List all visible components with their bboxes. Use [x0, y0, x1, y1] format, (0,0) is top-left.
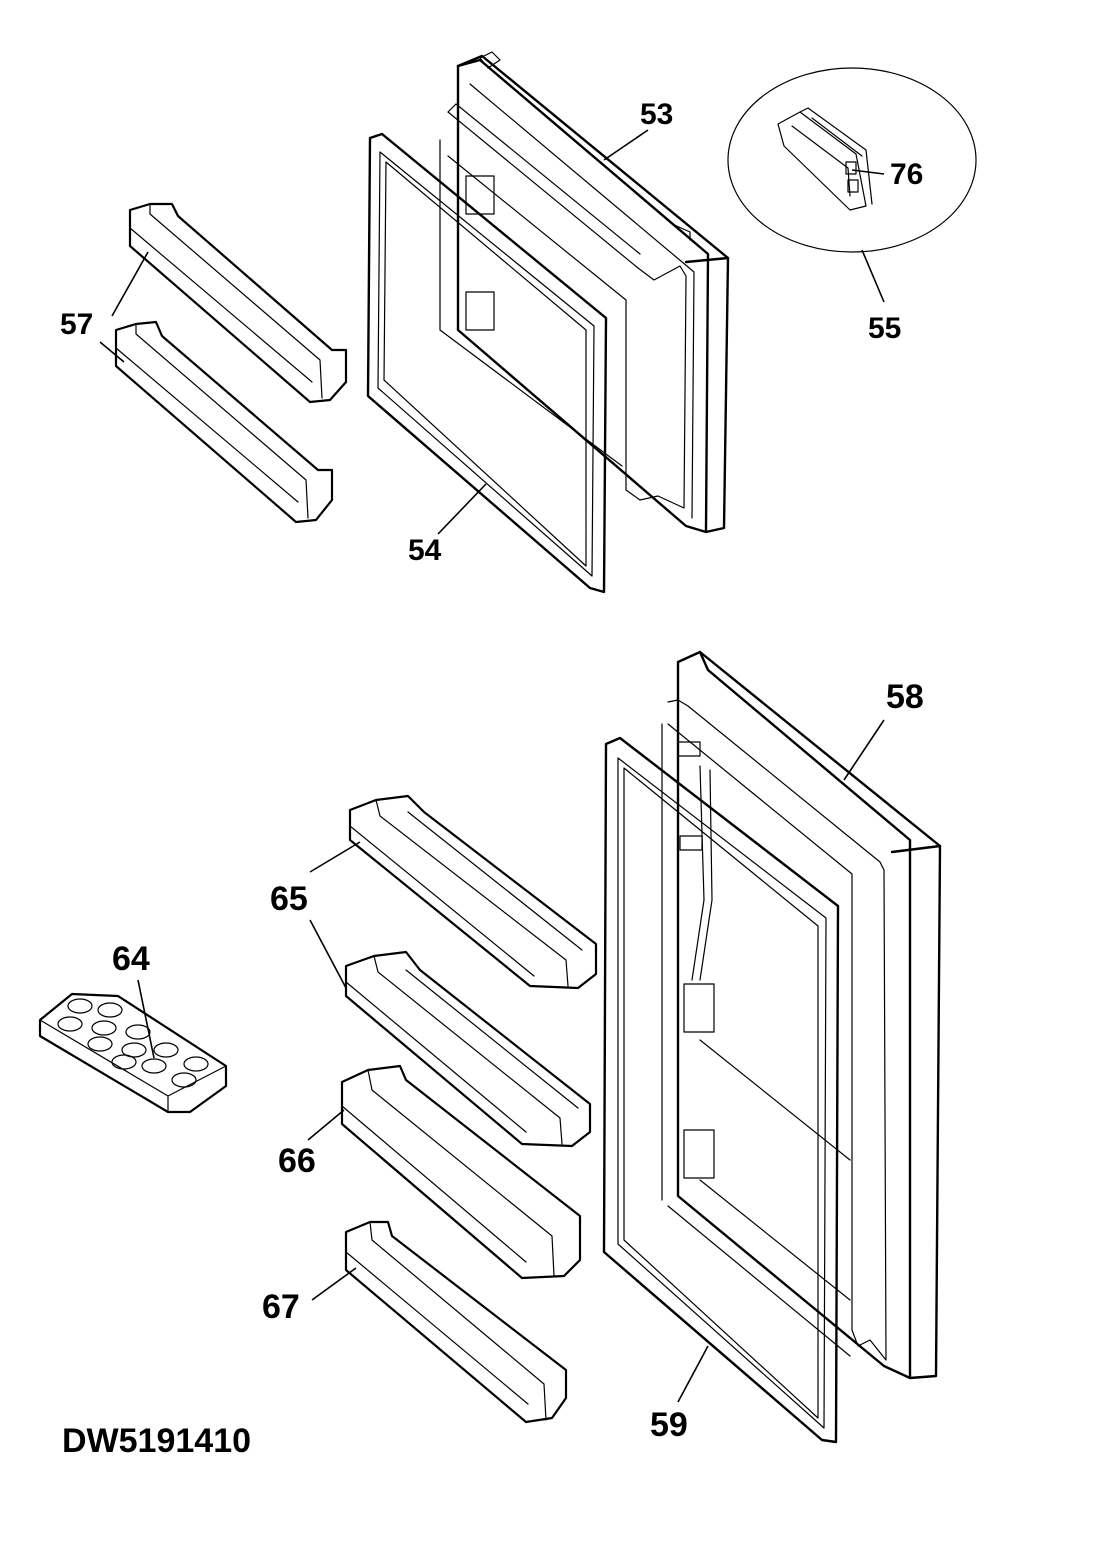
part-55-76-hinge-detail: [727, 67, 977, 253]
part-57-door-shelves: [114, 202, 348, 524]
callout-58: 58: [886, 678, 924, 716]
part-58-fridge-door-panel: [661, 650, 942, 1380]
model-code: DW5191410: [62, 1422, 252, 1460]
callout-labels: 53 54 57 76 55 58 59 64 65 66 67: [60, 98, 924, 1444]
part-66-fridge-shelf: [340, 1064, 582, 1280]
part-67-fridge-shelf: [344, 1220, 568, 1424]
part-54-door-gasket: [366, 132, 608, 594]
callout-53: 53: [640, 98, 673, 131]
callout-55: 55: [868, 312, 901, 345]
part-59-fridge-gasket: [602, 736, 840, 1444]
part-65-fridge-shelf-second: [344, 950, 592, 1148]
callout-76: 76: [890, 158, 923, 191]
callout-65: 65: [270, 880, 308, 918]
part-53-door-panel: [439, 51, 730, 534]
callout-54: 54: [408, 534, 442, 567]
callout-67: 67: [262, 1288, 300, 1326]
callout-59: 59: [650, 1406, 688, 1444]
callout-64: 64: [112, 940, 150, 978]
callout-57: 57: [60, 308, 93, 341]
callout-66: 66: [278, 1142, 316, 1180]
part-64-egg-tray: [38, 992, 228, 1114]
part-65-fridge-shelf: [348, 794, 598, 990]
leader-lines: [99, 129, 885, 1403]
